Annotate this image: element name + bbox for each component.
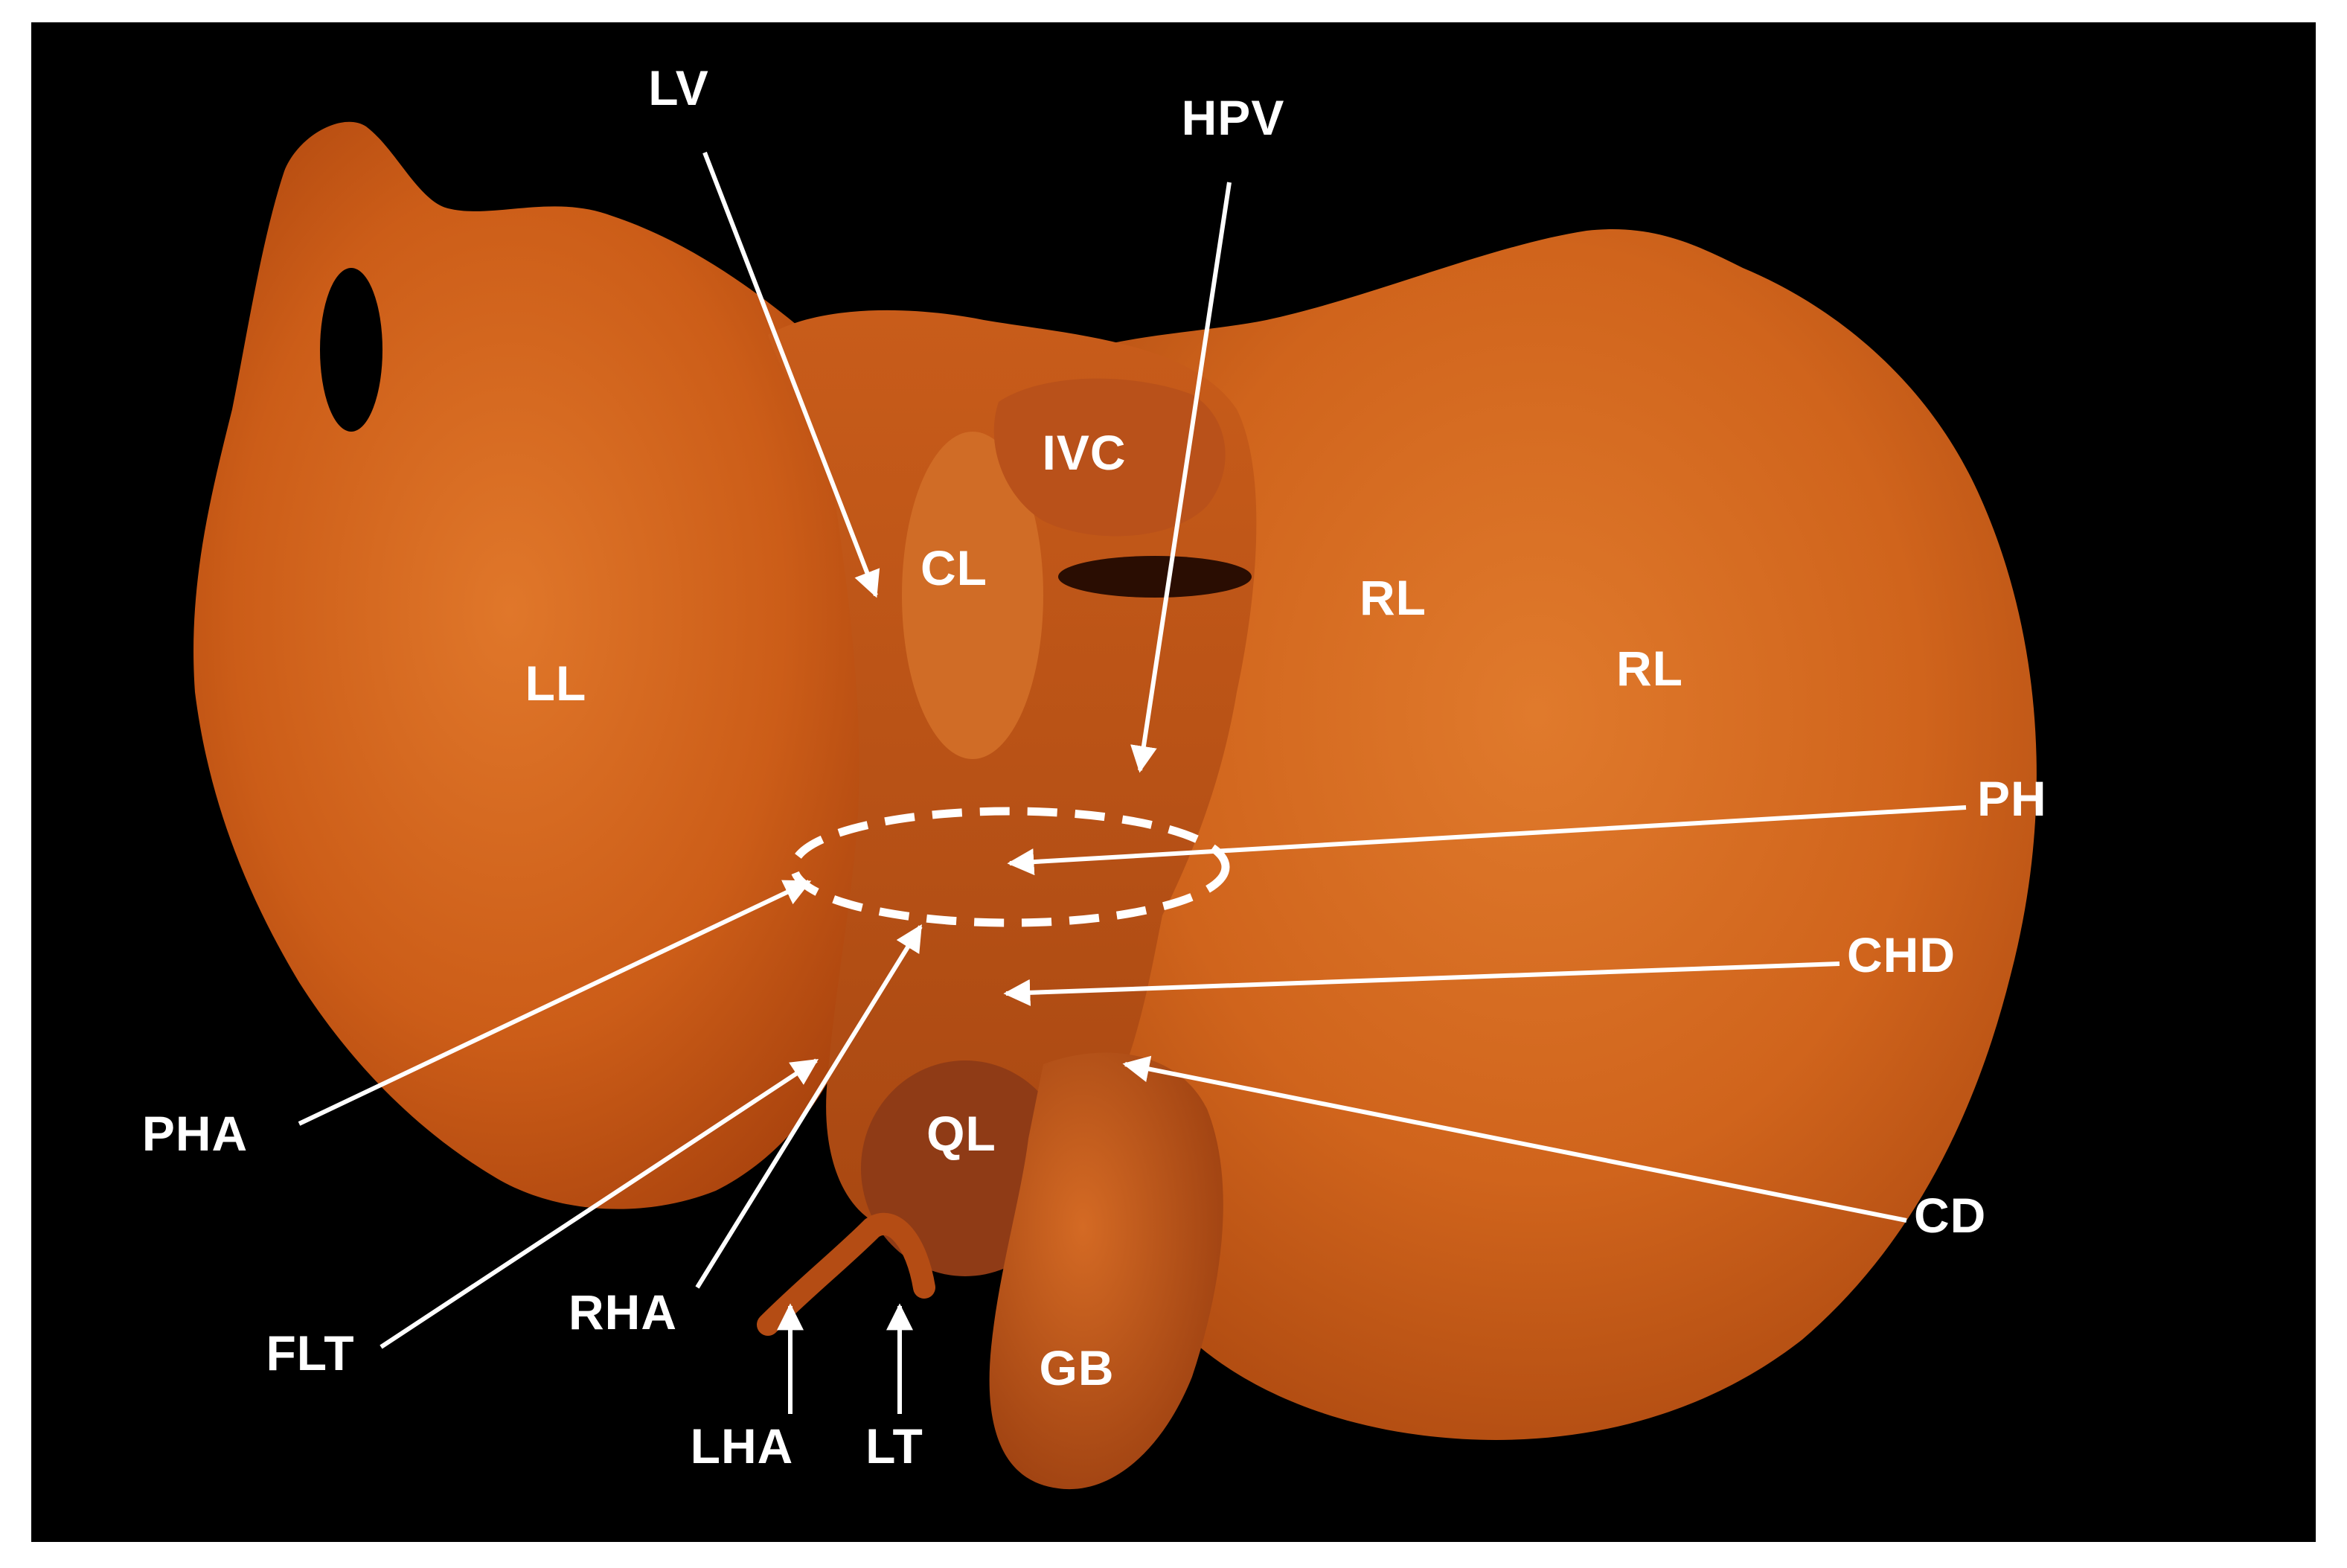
- label-hpv: HPV: [1181, 90, 1285, 145]
- central-hilum-shape: [768, 310, 1257, 1232]
- flt-pointer: [380, 1058, 819, 1349]
- porta-hepatis-outline: [790, 807, 1230, 927]
- label-ivc: IVC: [1042, 425, 1127, 480]
- cd-pointer: [1122, 1055, 1907, 1223]
- label-gb: GB: [1039, 1340, 1115, 1395]
- label-pha: PHA: [141, 1106, 249, 1161]
- label-ph: PH: [1977, 771, 2047, 826]
- ivc-lumen: [1058, 556, 1252, 598]
- ligamentum-teres-shape: [757, 1212, 935, 1336]
- label-rl-right: RL: [1616, 641, 1683, 696]
- hpv-pointer: [1130, 182, 1232, 773]
- label-flt: FLT: [266, 1325, 355, 1380]
- ph-pointer: [1007, 805, 1967, 876]
- label-ll: LL: [525, 656, 587, 711]
- label-rha: RHA: [569, 1284, 677, 1340]
- label-lt: LT: [865, 1418, 923, 1473]
- rha-pointer: [695, 924, 923, 1289]
- pha-pointer: [298, 880, 812, 1126]
- ivc-shape: [993, 378, 1226, 537]
- label-lha: LHA: [690, 1418, 794, 1473]
- label-lv: LV: [648, 60, 709, 115]
- label-ql: QL: [926, 1106, 996, 1161]
- liver-specimen-illustration: [193, 121, 2037, 1490]
- label-chd: CHD: [1847, 927, 1956, 982]
- chd-pointer: [1003, 961, 1840, 1006]
- label-cl: CL: [920, 540, 987, 595]
- specimen-photo: LV HPV IVC CL RL RL LL PH CHD PHA QL CD …: [31, 22, 2316, 1542]
- lv-pointer: [702, 151, 880, 598]
- pointer-lines: [298, 151, 1967, 1414]
- caudate-lobe-shape: [902, 432, 1043, 759]
- gallbladder-shape: [989, 1052, 1223, 1490]
- label-rl-upper: RL: [1360, 570, 1427, 625]
- label-cd: CD: [1914, 1188, 1987, 1243]
- left-lobe-defect: [320, 268, 382, 432]
